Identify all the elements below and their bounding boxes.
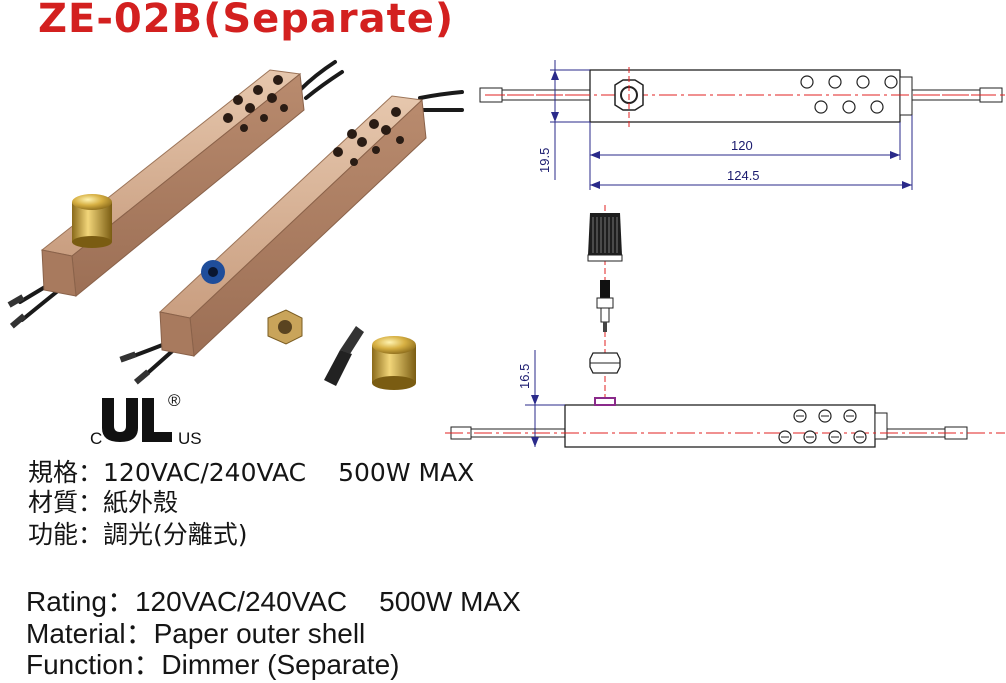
exploded-shaft-icon xyxy=(596,280,614,332)
ul-certification: C US ® xyxy=(90,392,202,448)
ul-listed-mark-icon xyxy=(102,398,172,442)
loose-potentiometer-shaft xyxy=(324,326,364,386)
spec-cn-rating-value: 120VAC/240VAC xyxy=(103,458,307,487)
spec-en-function-value: Dimmer (Separate) xyxy=(161,649,400,680)
dim-height-top: 19.5 xyxy=(537,148,552,173)
gold-knob-on-dimmer xyxy=(72,194,112,248)
dim-height-side: 16.5 xyxy=(517,364,532,389)
exploded-knob-icon xyxy=(587,213,623,262)
spec-en-material-label: Material： xyxy=(26,618,154,649)
spec-cn-material: 材質：紙外殼 xyxy=(28,490,178,515)
spec-cn-rating: 規格：120VAC/240VAC 500W MAX xyxy=(28,460,474,485)
spec-en-rating-value: 120VAC/240VAC xyxy=(134,586,348,617)
spec-cn-rating-power: 500W MAX xyxy=(338,458,475,487)
spec-en-rating: Rating：120VAC/240VAC 500W MAX xyxy=(26,588,521,616)
cert-right-letters: US xyxy=(178,429,202,448)
loose-gold-knob xyxy=(372,336,416,390)
product-photo xyxy=(7,60,464,390)
technical-drawing: 19.5 120 124.5 xyxy=(445,60,1005,448)
spec-en-function: Function：Dimmer (Separate) xyxy=(26,651,399,679)
spec-en-function-label: Function： xyxy=(26,649,162,680)
product-title: ZE-02B(Separate) xyxy=(38,0,455,42)
spec-en-rating-label: Rating： xyxy=(26,586,135,617)
spec-en-material-value: Paper outer shell xyxy=(153,618,366,649)
right-dimmer-housing xyxy=(158,95,427,358)
exploded-assembly xyxy=(587,205,623,440)
spec-cn-material-value: 紙外殼 xyxy=(103,488,179,517)
dim-width-outer: 124.5 xyxy=(727,168,760,183)
top-view: 19.5 120 124.5 xyxy=(479,60,1005,190)
loose-hex-nut xyxy=(267,309,303,345)
side-view: 16.5 xyxy=(445,350,1005,448)
cert-left-letter: C xyxy=(90,429,102,448)
spec-en-material: Material：Paper outer shell xyxy=(26,620,365,648)
spec-cn-function-value: 調光(分離式) xyxy=(103,520,248,549)
spec-cn-rating-label: 規格： xyxy=(28,458,104,487)
exploded-nut-icon xyxy=(589,352,621,374)
dim-width-inner: 120 xyxy=(731,138,753,153)
spec-cn-material-label: 材質： xyxy=(28,488,104,517)
spec-cn-function: 功能：調光(分離式) xyxy=(28,522,248,547)
cert-registered-mark: ® xyxy=(168,392,181,410)
spec-en-rating-power: 500W MAX xyxy=(379,586,521,617)
spec-cn-function-label: 功能： xyxy=(28,520,104,549)
